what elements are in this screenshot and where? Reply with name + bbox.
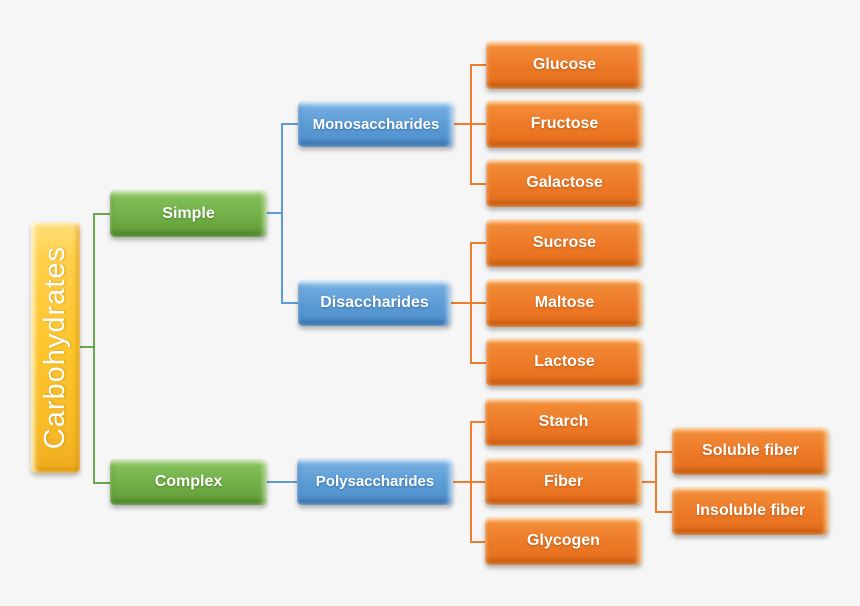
- node-fructose-label: Fructose: [530, 115, 599, 132]
- connector-mono-glucose: [470, 64, 486, 66]
- node-lactose: Lactose: [486, 338, 643, 386]
- node-lactose-label: Lactose: [534, 353, 595, 370]
- node-fructose: Fructose: [486, 100, 643, 148]
- node-polysaccharides: Polysaccharides: [297, 458, 453, 505]
- node-simple: Simple: [110, 190, 267, 237]
- node-insoluble-fiber: Insoluble fiber: [672, 487, 829, 535]
- node-complex: Complex: [110, 459, 267, 505]
- node-monosaccharides: Monosaccharides: [298, 101, 454, 147]
- connector-di-sucrose: [470, 242, 486, 244]
- node-sucrose-label: Sucrose: [532, 234, 597, 251]
- node-complex-label: Complex: [154, 473, 223, 490]
- node-polysaccharides-label: Polysaccharides: [315, 473, 435, 490]
- connector-simple-vertical: [281, 123, 283, 304]
- node-carbohydrates: Carbohydrates: [31, 222, 80, 473]
- node-simple-label: Simple: [162, 204, 215, 222]
- node-carbohydrates-label: Carbohydrates: [39, 245, 71, 450]
- node-disaccharides: Disaccharides: [298, 280, 451, 326]
- node-starch: Starch: [485, 398, 642, 446]
- node-insoluble-fiber-label: Insoluble fiber: [695, 502, 806, 519]
- connector-fiber-insoluble: [655, 511, 672, 513]
- node-fiber: Fiber: [485, 458, 642, 505]
- connector-poly-glycogen: [470, 541, 486, 543]
- connector-simple-disaccharides: [281, 302, 298, 304]
- connector-root-trunk: [80, 346, 94, 348]
- connector-root-complex: [93, 482, 110, 484]
- connector-mono-fructose: [454, 123, 486, 125]
- connector-fiber-trunk: [642, 481, 657, 483]
- connector-mono-galactose: [470, 183, 486, 185]
- connector-di-maltose: [451, 302, 486, 304]
- node-galactose: Galactose: [486, 159, 643, 207]
- connector-poly-fiber: [453, 481, 486, 483]
- node-glucose: Glucose: [486, 41, 643, 89]
- connector-fiber-soluble: [655, 451, 672, 453]
- node-disaccharides-label: Disaccharides: [320, 294, 429, 311]
- node-galactose-label: Galactose: [526, 174, 603, 191]
- node-glucose-label: Glucose: [532, 56, 597, 73]
- node-soluble-fiber-label: Soluble fiber: [702, 442, 799, 459]
- node-starch-label: Starch: [538, 413, 589, 430]
- node-fiber-label: Fiber: [543, 472, 584, 490]
- node-glycogen-label: Glycogen: [527, 532, 600, 549]
- node-maltose: Maltose: [486, 279, 643, 327]
- connector-complex-polysaccharides: [267, 481, 297, 483]
- connector-simple-trunk: [267, 212, 283, 214]
- connector-root-simple: [93, 213, 110, 215]
- node-sucrose: Sucrose: [486, 219, 643, 267]
- connector-simple-monosaccharides: [281, 123, 298, 125]
- connector-poly-starch: [470, 421, 486, 423]
- connector-fiber-vertical: [655, 451, 657, 512]
- node-monosaccharides-label: Monosaccharides: [312, 115, 440, 133]
- node-glycogen: Glycogen: [485, 517, 642, 565]
- connector-di-lactose: [470, 362, 486, 364]
- node-soluble-fiber: Soluble fiber: [672, 427, 829, 475]
- connector-root-vertical: [93, 213, 95, 483]
- node-maltose-label: Maltose: [534, 294, 595, 311]
